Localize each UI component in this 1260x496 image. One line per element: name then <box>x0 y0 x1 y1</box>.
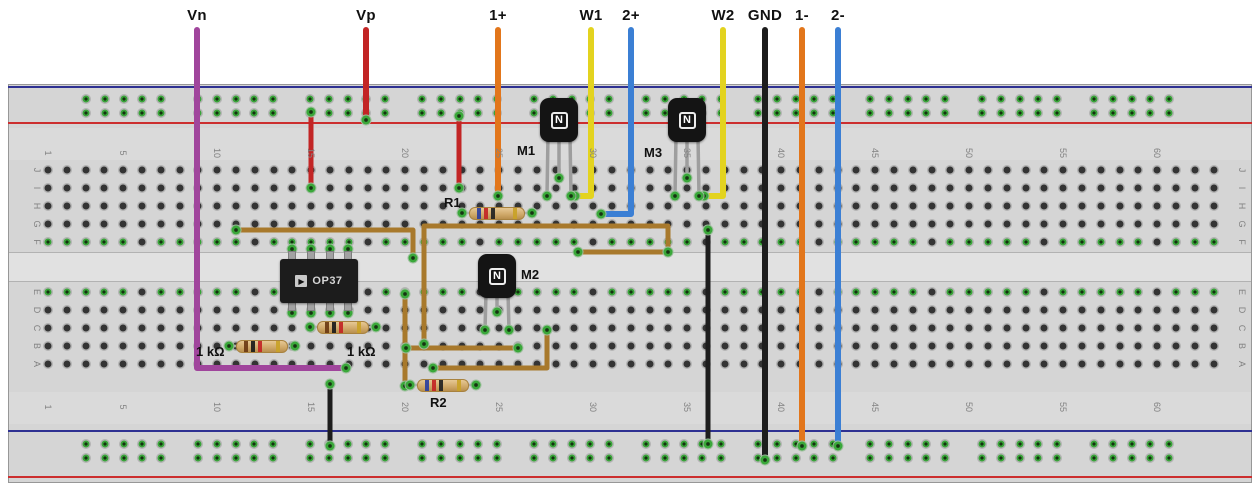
board-index-band-bottom <box>9 392 1251 424</box>
wire-label-1-: 1- <box>795 7 809 24</box>
wire-label-2+: 2+ <box>622 7 640 24</box>
wire-label-2-: 2- <box>831 7 845 24</box>
center-groove <box>9 252 1251 282</box>
wire-label-gnd: GND <box>747 7 783 24</box>
board-index-band-top <box>9 128 1251 160</box>
wire-label-1+: 1+ <box>489 7 507 24</box>
rail-line-blue-top <box>8 86 1252 88</box>
wire-label-vn: Vn <box>187 7 207 24</box>
wire-label-w2: W2 <box>711 7 735 24</box>
wire-label-vp: Vp <box>356 7 376 24</box>
rail-line-red-bottom <box>8 476 1252 478</box>
wire-label-w1: W1 <box>579 7 603 24</box>
rail-line-red-top <box>8 122 1252 124</box>
rail-line-blue-bottom <box>8 430 1252 432</box>
